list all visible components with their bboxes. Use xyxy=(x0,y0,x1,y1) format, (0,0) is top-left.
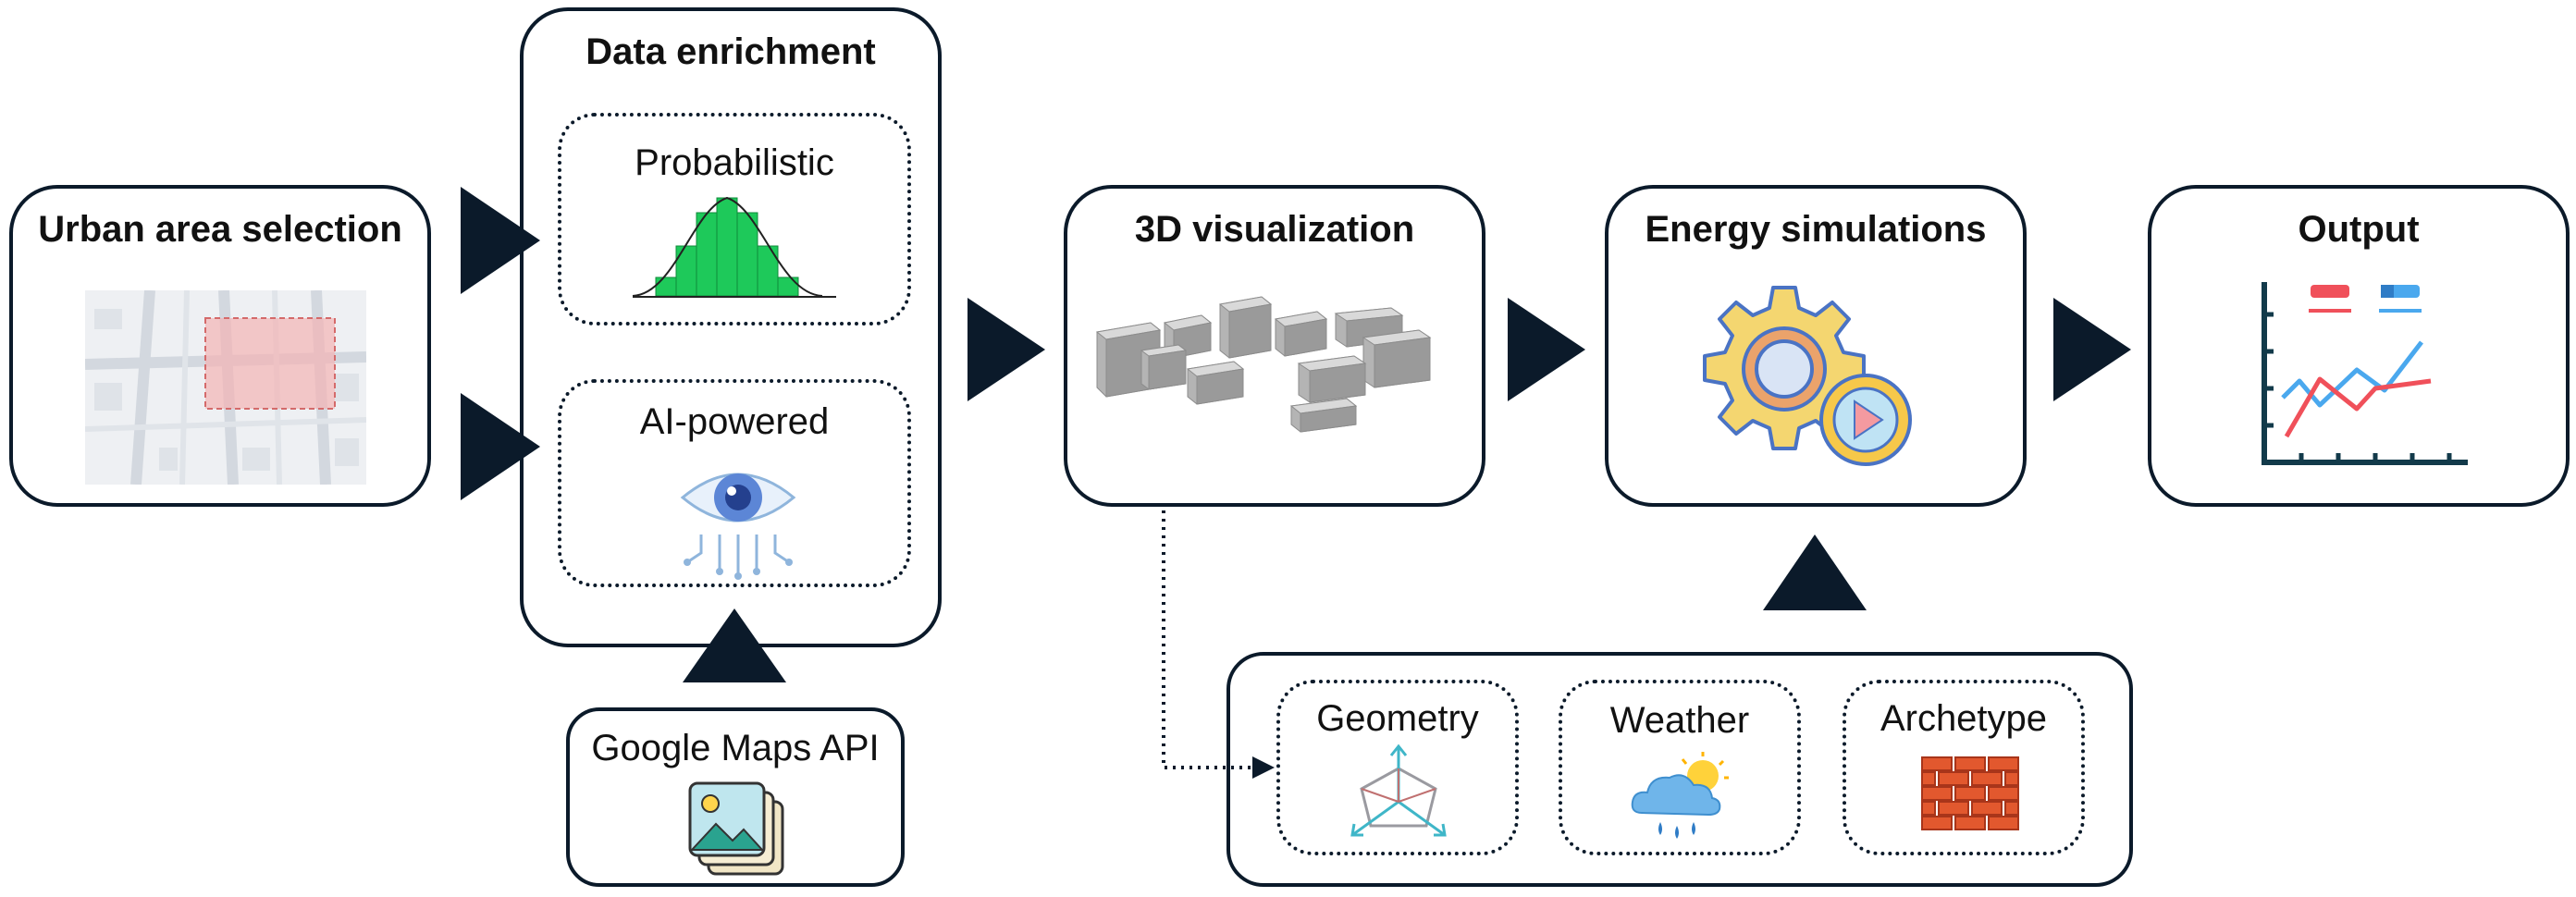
probabilistic-label: Probabilistic xyxy=(635,142,834,183)
output-box: Output xyxy=(2148,185,2570,507)
google-maps-label: Google Maps API xyxy=(591,728,880,768)
archetype-box: Archetype xyxy=(1843,680,2085,855)
dotted-connector-visualization-to-geometry xyxy=(1162,510,1275,779)
geometry-box: Geometry xyxy=(1276,680,1519,855)
arrow-google-to-enrichment xyxy=(683,608,786,682)
arrow-visualization-to-energy xyxy=(1508,298,1585,401)
ai-eye-icon xyxy=(680,473,796,580)
visualization-title: 3D visualization xyxy=(1134,209,1415,250)
energy-box: Energy simulations xyxy=(1605,185,2027,507)
ai-powered-label: AI-powered xyxy=(639,401,830,442)
weather-label: Weather xyxy=(1609,700,1750,741)
histogram-icon xyxy=(632,196,836,298)
ai-powered-box: AI-powered xyxy=(558,379,911,587)
gear-play-icon xyxy=(1703,286,1912,466)
arrow-enrichment-to-visualization xyxy=(968,298,1045,401)
arrow-urban-to-ai xyxy=(461,393,540,500)
weather-box: Weather xyxy=(1559,680,1801,855)
weather-icon xyxy=(1631,752,1729,839)
arrow-urban-to-probabilistic xyxy=(461,187,540,294)
urban-area-box: Urban area selection xyxy=(9,185,431,507)
archetype-label: Archetype xyxy=(1880,698,2048,739)
google-maps-box: Google Maps API xyxy=(566,707,905,887)
buildings-icon xyxy=(1095,296,1432,433)
line-chart-icon xyxy=(2262,282,2468,465)
images-icon xyxy=(688,781,784,876)
map-icon xyxy=(85,290,366,485)
arrow-inputs-to-energy xyxy=(1763,535,1867,610)
brick-wall-icon xyxy=(1921,756,2019,830)
output-title: Output xyxy=(2298,209,2420,250)
urban-area-title: Urban area selection xyxy=(38,209,402,250)
probabilistic-box: Probabilistic xyxy=(558,113,911,326)
geometry-icon xyxy=(1350,743,1447,837)
arrow-energy-to-output xyxy=(2053,298,2131,401)
geometry-label: Geometry xyxy=(1316,698,1479,739)
visualization-box: 3D visualization xyxy=(1064,185,1485,507)
energy-title: Energy simulations xyxy=(1645,209,1987,250)
data-enrichment-title: Data enrichment xyxy=(585,31,876,72)
